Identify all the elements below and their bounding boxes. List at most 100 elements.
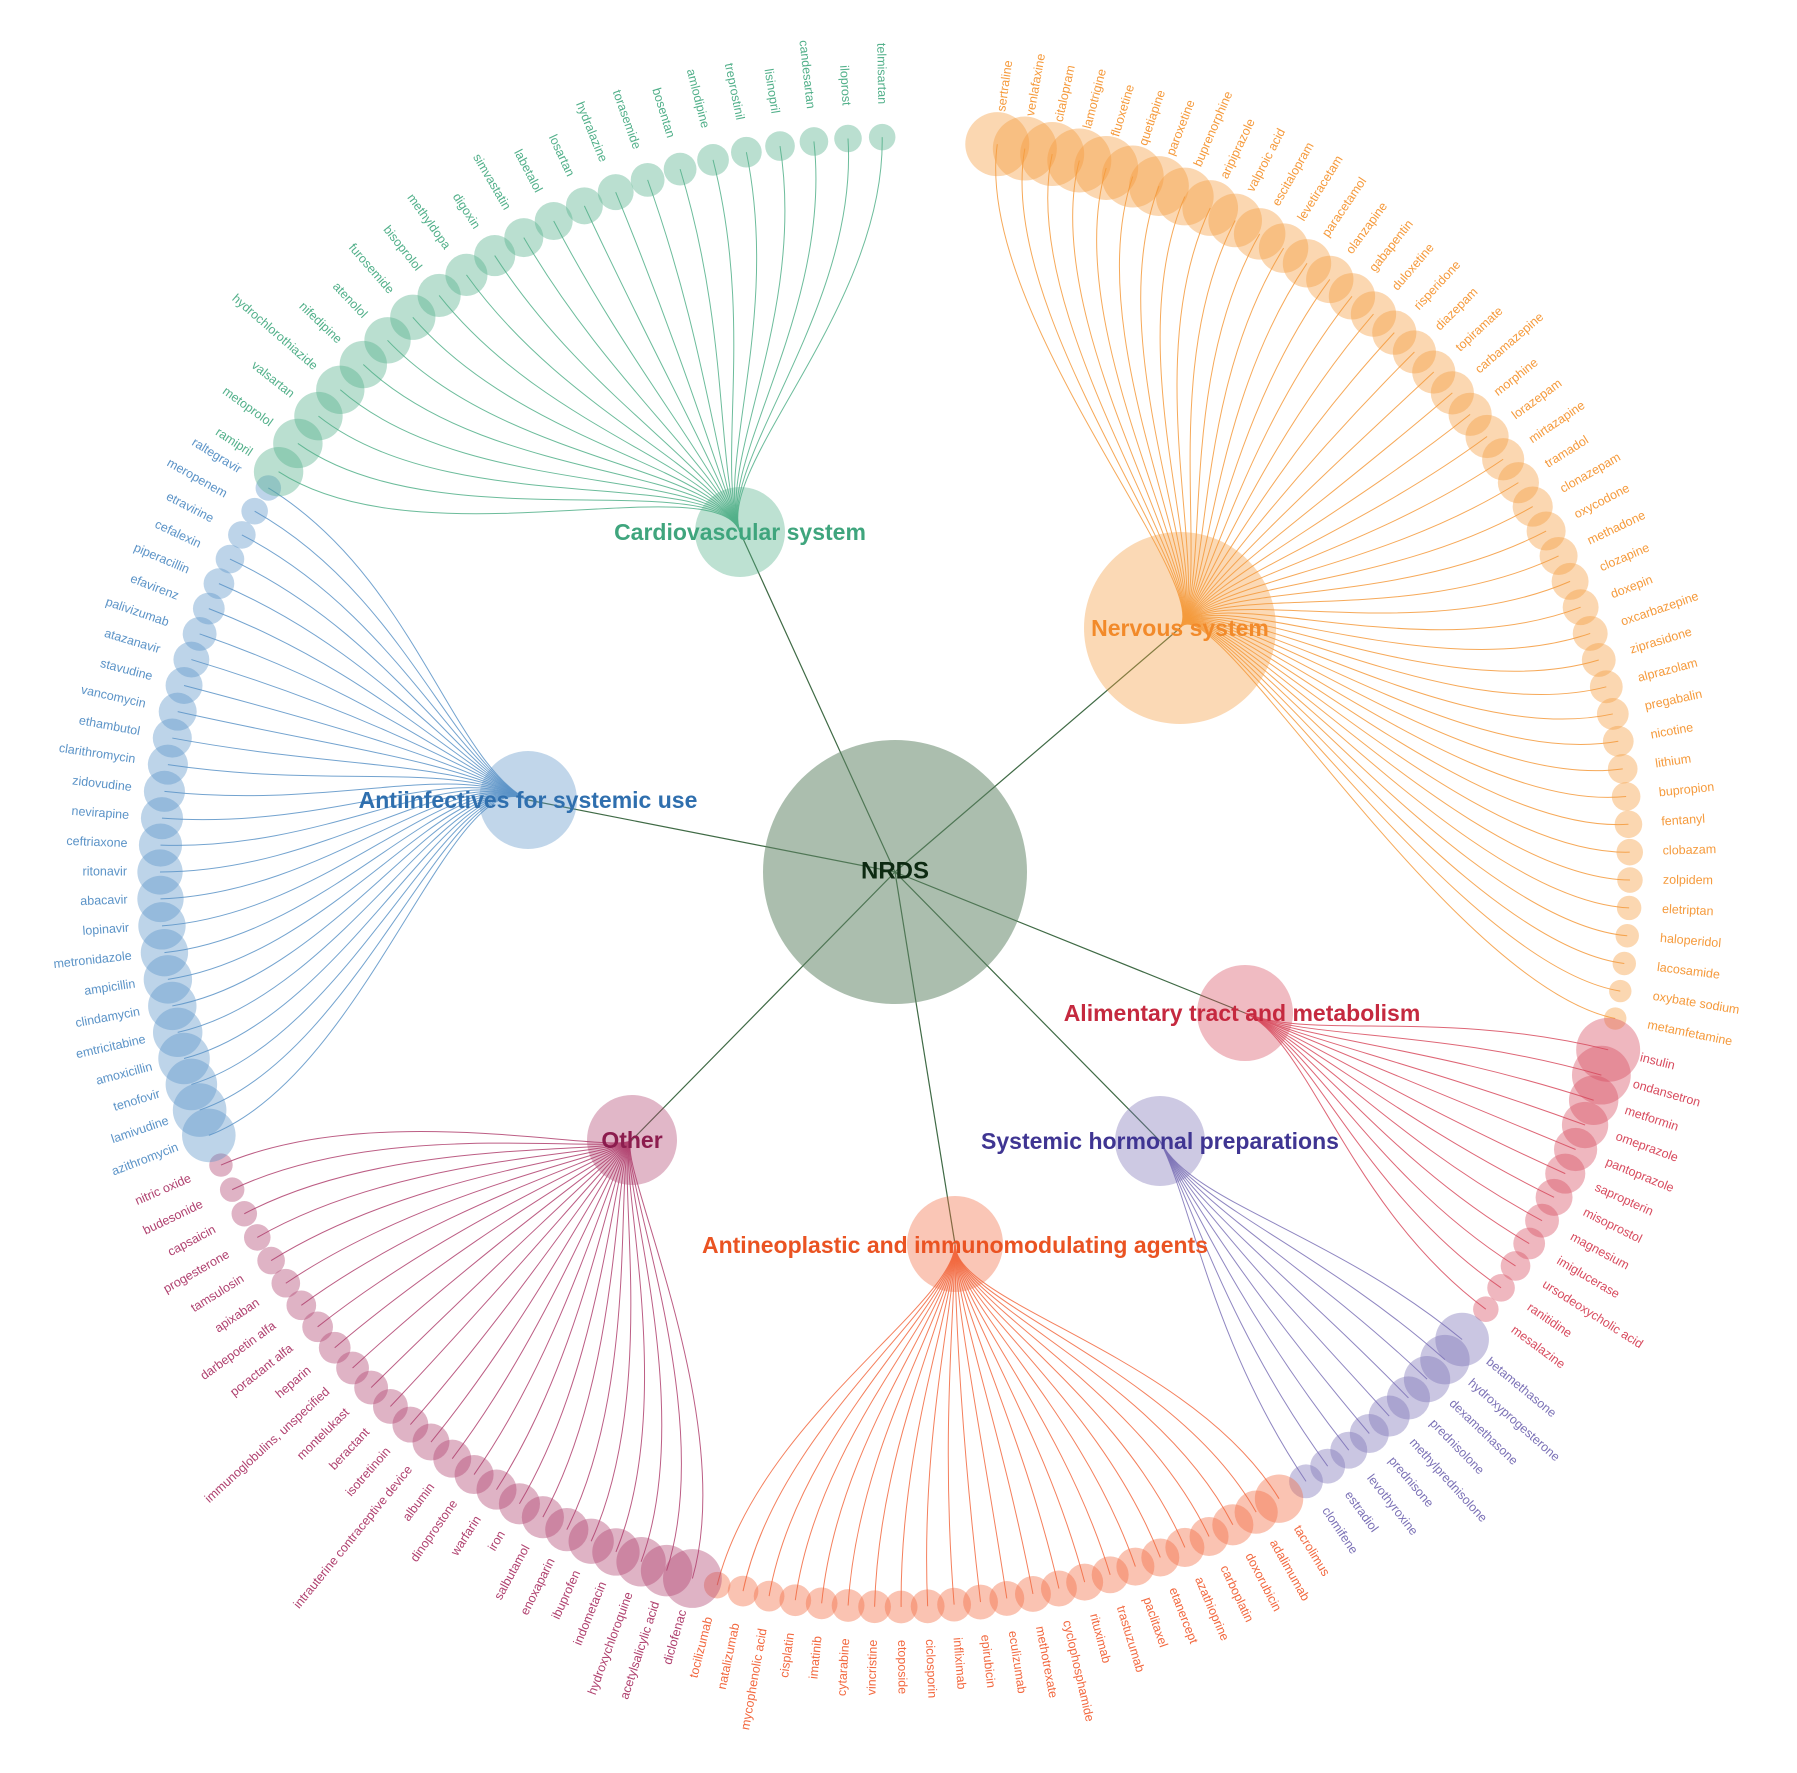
- leaf-link: [954, 1243, 1086, 1583]
- leaf-link: [301, 1139, 633, 1306]
- leaf-node-heparin: [318, 1331, 351, 1364]
- leaf-node-duloxetine: [1350, 291, 1397, 337]
- leaf-label-estradiol: estradiol: [1342, 1488, 1381, 1534]
- leaf-label-diclofenac: diclofenac: [660, 1608, 689, 1666]
- group-node-alimentary: [1197, 965, 1293, 1061]
- leaf-link: [1244, 1012, 1555, 1198]
- group-label-antiinfectives: Antiinfectives for systemic use: [359, 787, 698, 813]
- leaf-link: [1096, 167, 1185, 629]
- leaf-node-hydroxyprogesterone: [1420, 1334, 1470, 1385]
- root-layer: NRDS: [763, 740, 1027, 1004]
- leaf-label-fluoxetine: fluoxetine: [1108, 83, 1137, 138]
- leaf-node-ibuprofen: [568, 1518, 614, 1564]
- leaf-label-lisinopril: lisinopril: [762, 68, 783, 115]
- leaf-link: [1179, 371, 1435, 629]
- leaf-label-sertraline: sertraline: [994, 59, 1015, 112]
- leaf-node-citalopram: [1020, 122, 1085, 187]
- leaf-label-etoposide: etoposide: [895, 1640, 909, 1694]
- leaf-link: [1179, 233, 1261, 629]
- leaf-link: [1179, 413, 1471, 629]
- leaf-link: [954, 1243, 1111, 1575]
- leaf-node-bisoprolol: [417, 273, 461, 318]
- leaf-node-paracetamol: [1282, 239, 1332, 288]
- leaf-node-hydralazine: [597, 174, 634, 211]
- leaf-node-efavirenz: [192, 592, 225, 625]
- leaf-link: [412, 316, 741, 533]
- leaf-link: [615, 191, 741, 533]
- leaf-link: [438, 295, 741, 533]
- leaf-node-quetiapine: [1101, 145, 1164, 208]
- leaf-link: [1179, 392, 1453, 629]
- leaf-link: [566, 1139, 633, 1530]
- leaf-link: [1244, 1012, 1594, 1101]
- leaf-link: [164, 793, 529, 954]
- leaf-link: [362, 364, 741, 533]
- leaf-label-nicotine: nicotine: [1649, 720, 1694, 741]
- leaf-link: [1176, 207, 1211, 629]
- leaf-label-capsaicin: capsaicin: [165, 1222, 218, 1259]
- leaf-label-digoxin: digoxin: [450, 190, 483, 231]
- leaf-node-methotrexate: [1014, 1575, 1051, 1612]
- leaf-label-valsartan: valsartan: [249, 358, 298, 400]
- leaf-node-tamsulosin: [257, 1246, 285, 1275]
- leaf-node-montelukast: [354, 1370, 389, 1405]
- leaf-label-cyclophosphamide: cyclophosphamide: [1060, 1619, 1097, 1723]
- leaf-link: [1244, 1012, 1502, 1289]
- leaf-node-tramadol: [1497, 462, 1539, 504]
- leaf-node-indometacin: [592, 1528, 640, 1576]
- leaf-link: [473, 1139, 633, 1475]
- leaf-link: [542, 1139, 633, 1518]
- leaf-node-atazanavir: [173, 641, 210, 678]
- leaf-label-methyldopa: methyldopa: [404, 191, 453, 252]
- leaf-node-cytarabine: [831, 1589, 865, 1622]
- leaf-node-cyclophosphamide: [1040, 1570, 1077, 1607]
- leaf-label-ziprasidone: ziprasidone: [1628, 625, 1693, 657]
- leaf-node-hydroxychloroquine: [616, 1537, 666, 1587]
- leaf-link: [629, 1139, 704, 1579]
- leaf-label-paclitaxel: paclitaxel: [1140, 1595, 1170, 1649]
- leaf-link: [1179, 619, 1619, 745]
- leaf-link: [1179, 313, 1374, 629]
- leaf-node-doxepin: [1562, 589, 1599, 626]
- leaf-label-eletriptan: eletriptan: [1662, 902, 1714, 918]
- leaf-label-tocilizumab: tocilizumab: [687, 1615, 716, 1679]
- leaf-node-nevirapine: [140, 797, 184, 840]
- leaf-label-stavudine: stavudine: [99, 656, 154, 683]
- root-node: [763, 740, 1027, 1004]
- leaf-node-piperacillin: [203, 568, 235, 599]
- leaf-label-atenolol: atenolol: [330, 279, 370, 320]
- leaf-label-infliximab: infliximab: [950, 1637, 968, 1690]
- leaf-link: [191, 659, 529, 801]
- leaf-node-vincristine: [858, 1590, 891, 1624]
- leaf-link: [794, 1243, 956, 1601]
- leaf-link: [183, 795, 529, 1059]
- leaf-link: [244, 1139, 633, 1215]
- leaf-link: [629, 1139, 682, 1571]
- leaf-node-azithromycin: [182, 1108, 236, 1163]
- leaf-node-natalizumab: [727, 1575, 759, 1607]
- leaf-node-eletriptan: [1616, 895, 1642, 921]
- leaf-node-ursodeoxycholic-acid: [1500, 1251, 1531, 1281]
- leaf-label-ibuprofen: ibuprofen: [549, 1568, 583, 1621]
- leaf-node-nitric-oxide: [209, 1153, 233, 1177]
- leaf-node-aripiprazole: [1182, 180, 1239, 236]
- leaf-link: [334, 1139, 633, 1349]
- leaf-link: [954, 1243, 1060, 1589]
- leaf-node-lithium: [1607, 753, 1638, 784]
- leaf-link: [954, 1243, 1280, 1499]
- leaf-node-rituximab: [1066, 1563, 1104, 1601]
- group-label-cardio: Cardiovascular system: [614, 519, 866, 545]
- leaf-node-clindamycin: [148, 981, 197, 1031]
- leaf-node-risperidone: [1372, 310, 1417, 355]
- leaf-label-lamotrigine: lamotrigine: [1080, 67, 1109, 130]
- leaf-label-piperacillin: piperacillin: [132, 540, 192, 576]
- leaf-label-etravirine: etravirine: [164, 489, 216, 525]
- leaf-link: [208, 608, 529, 801]
- leaf-link: [1179, 436, 1488, 629]
- leaf-node-etanercept: [1141, 1538, 1180, 1577]
- leaf-link: [954, 1243, 1136, 1567]
- leaf-link: [735, 145, 786, 533]
- leaf-link: [628, 1139, 663, 1562]
- leaf-label-ritonavir: ritonavir: [83, 864, 127, 878]
- leaf-node-valproic-acid: [1208, 193, 1262, 248]
